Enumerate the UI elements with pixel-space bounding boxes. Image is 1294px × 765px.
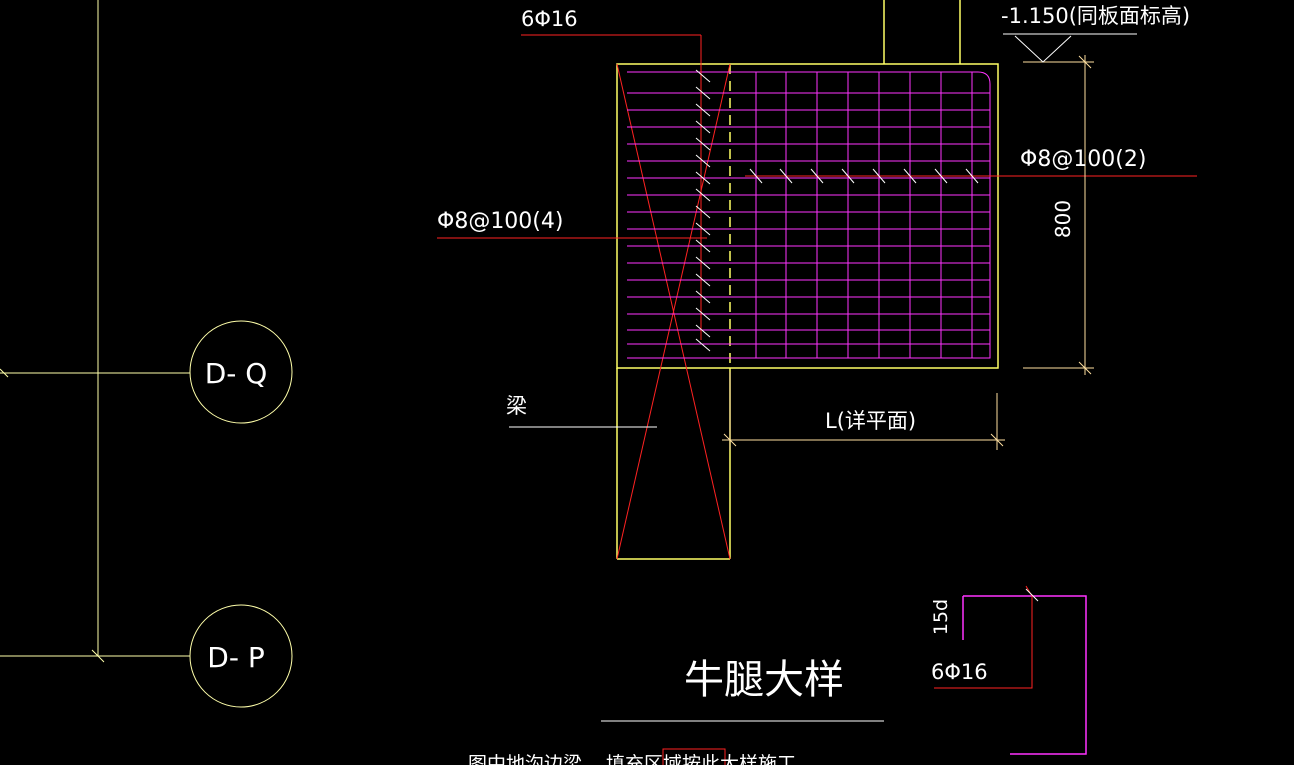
axis-bubble-p[interactable]: D- P	[189, 604, 293, 708]
label-elevation: -1.150(同板面标高)	[1001, 4, 1190, 28]
dimension-height	[1023, 55, 1094, 375]
concrete-outline	[616, 63, 999, 560]
dimension-length	[722, 372, 1005, 450]
rebar-cage	[627, 71, 991, 359]
anchor-bar-detail	[934, 585, 1087, 755]
note-left: 图中地沟边梁	[468, 753, 582, 765]
leader-ticks-horizontal	[749, 168, 979, 184]
title-corbel-detail: 牛腿大样	[684, 657, 844, 703]
note-right: 填充区域按此大样施工	[606, 753, 796, 765]
axis-lines	[0, 0, 190, 663]
label-anchor-length: 15d	[930, 599, 952, 635]
label-stirrup-vertical: Φ8@100(4)	[437, 209, 563, 234]
axis-label-q: D- Q	[205, 357, 268, 390]
beam-section-cross	[616, 63, 731, 560]
leader-ticks-vertical	[695, 69, 711, 352]
label-height-dim: 800	[1051, 200, 1075, 238]
column-lines	[883, 0, 961, 64]
note-highlight-box	[662, 748, 726, 765]
label-stirrup-horizontal: Φ8@100(2)	[1020, 147, 1146, 172]
leader-lines	[437, 34, 1197, 340]
label-anchor-bars: 6Φ16	[931, 660, 988, 684]
label-top-bars: 6Φ16	[521, 7, 578, 31]
axis-label-p: D- P	[207, 641, 264, 674]
label-beam: 梁	[506, 394, 527, 418]
axis-bubble-q[interactable]: D- Q	[189, 320, 293, 424]
label-length-dim: L(详平面)	[825, 409, 916, 433]
elevation-marker	[1003, 33, 1137, 63]
